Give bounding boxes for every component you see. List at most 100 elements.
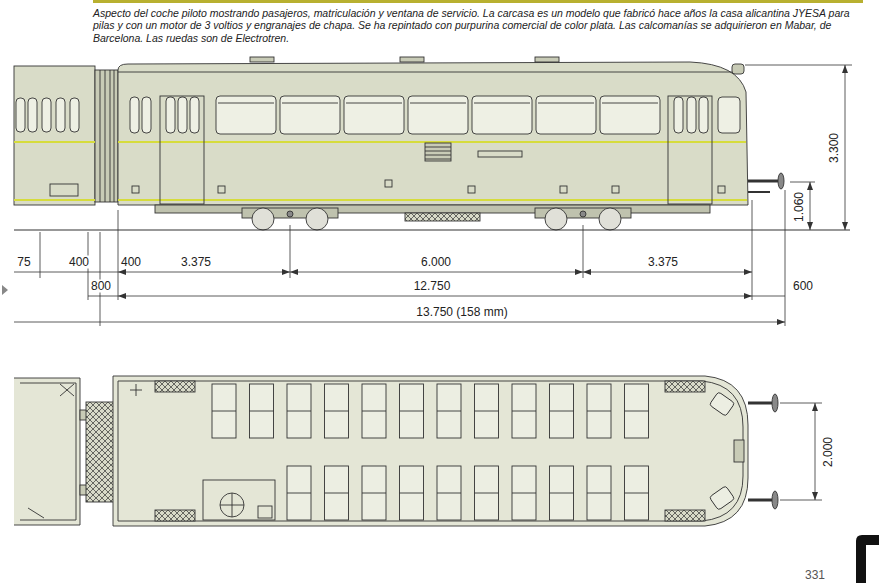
window-frame: [410, 103, 466, 104]
pivot: [287, 211, 293, 217]
plan-view: [220, 493, 244, 517]
window-frame: [218, 103, 274, 104]
plan-view: [772, 491, 778, 509]
plan-view: [709, 392, 735, 417]
dimension-label: 75: [15, 256, 32, 269]
window-frame: [474, 103, 530, 104]
plan-view: [212, 384, 649, 520]
plan-view: [734, 440, 744, 462]
side-view: [14, 229, 850, 230]
dimension-label: 1.060: [793, 190, 806, 224]
dimension-lines: [780, 403, 822, 500]
side-view: [560, 186, 567, 193]
side-view: [142, 97, 151, 133]
side-view: [668, 96, 712, 204]
plan-view: [748, 403, 772, 500]
caption: Aspecto del coche piloto mostrando pasaj…: [93, 7, 859, 44]
seat: [325, 384, 349, 438]
seat-divider: [400, 493, 424, 494]
dimension-lines: [815, 403, 816, 500]
seat: [362, 384, 386, 438]
side-view: [14, 57, 850, 230]
plan-view: [155, 381, 195, 392]
side-view: [778, 173, 784, 189]
side-view: [95, 70, 118, 202]
dimension-lines: [14, 322, 785, 323]
side-view: [14, 66, 95, 205]
side-view: [687, 97, 696, 133]
dimension-label: 3.300: [828, 131, 841, 165]
side-view: [718, 97, 740, 133]
side-window: [280, 96, 340, 134]
side-view: [118, 62, 748, 205]
side-view: [118, 72, 732, 73]
dimension-label: 12.750: [412, 280, 453, 293]
dimension-label: 6.000: [419, 256, 453, 269]
plan-view: [203, 480, 275, 520]
dimension-label: 600: [791, 280, 815, 293]
side-view: [178, 97, 187, 133]
dimension-lines: [290, 272, 583, 273]
plan-view: [258, 506, 272, 518]
seat: [587, 466, 611, 520]
seat-divider: [512, 411, 536, 412]
seat: [400, 466, 424, 520]
seat-divider: [250, 411, 274, 412]
seat: [512, 384, 536, 438]
page-number: 331: [803, 569, 827, 582]
wheel: [306, 208, 328, 230]
side-view: [612, 186, 619, 193]
dimension-lines: [752, 296, 785, 297]
plan-view: [14, 378, 80, 525]
window-frame: [538, 103, 594, 104]
seat: [287, 466, 311, 520]
seat-divider: [437, 411, 461, 412]
wheel: [599, 208, 621, 230]
plan-view: [14, 376, 778, 526]
plan-view: [665, 510, 705, 521]
side-view: [14, 142, 747, 200]
side-view: [748, 180, 778, 183]
plan-view: [709, 486, 735, 511]
side-view: [250, 57, 274, 62]
side-view: [748, 191, 770, 193]
side-view: [400, 57, 424, 62]
side-view: [674, 97, 683, 133]
seat-divider: [287, 493, 311, 494]
seat: [250, 384, 274, 438]
dimension-lines: [845, 65, 846, 230]
plan-view: [155, 510, 195, 521]
window-frame: [602, 103, 658, 104]
seat: [475, 384, 499, 438]
window-frame: [346, 103, 402, 104]
side-view: [218, 186, 225, 193]
plan-view: [118, 381, 743, 521]
seat: [587, 384, 611, 438]
plan-view: [113, 376, 748, 526]
seat-divider: [325, 493, 349, 494]
pivot: [580, 211, 586, 217]
seat: [212, 384, 236, 438]
seat-divider: [625, 493, 649, 494]
side-view: [405, 213, 480, 221]
dimension-lines: [790, 182, 815, 183]
dimension-label: 800: [89, 280, 113, 293]
plan-view: [220, 493, 244, 517]
seat-divider: [550, 411, 574, 412]
seat: [550, 466, 574, 520]
side-view: [160, 96, 204, 204]
dimension-lines: [88, 296, 118, 297]
side-view: [166, 97, 175, 133]
dimension-lines: [583, 272, 752, 273]
seat: [550, 384, 574, 438]
side-view: [242, 208, 631, 230]
seat-divider: [550, 493, 574, 494]
dimension-lines: [14, 272, 118, 273]
side-view: [56, 98, 65, 132]
seat-divider: [437, 493, 461, 494]
side-view: [699, 97, 708, 133]
plan-view: [130, 384, 142, 396]
dimension-lines: [810, 182, 811, 230]
side-view: [216, 96, 660, 134]
